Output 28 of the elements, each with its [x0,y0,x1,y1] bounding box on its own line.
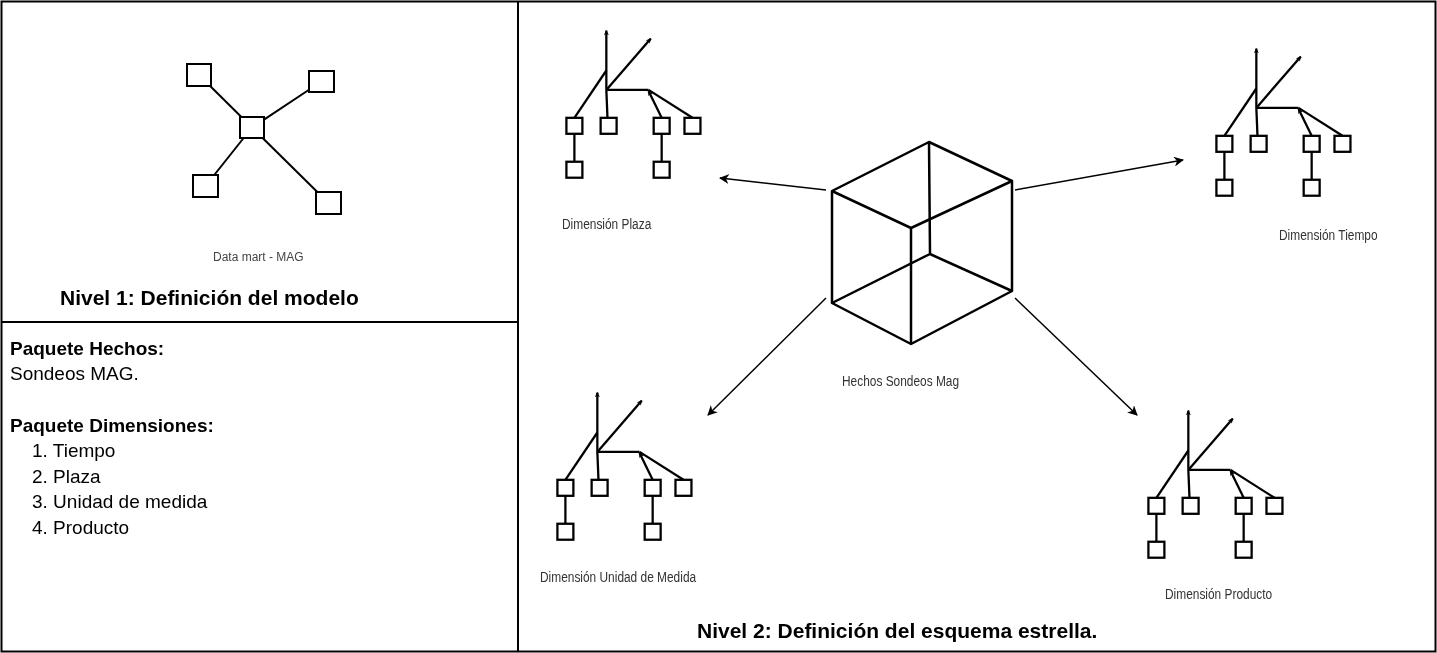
square-node [239,116,265,139]
node-label: Hechos Sondeos Mag [842,373,960,389]
text: Sondeos MAG. [10,363,139,385]
square-node [315,191,342,215]
caption: Nivel 1: Definición del modelo [60,286,359,310]
connector-line [213,137,245,176]
heading: Paquete Dimensiones: [10,415,214,437]
connector-line [261,137,319,193]
dimension-label: Dimensión Producto [1165,586,1273,602]
arrow [1014,156,1184,191]
square-node [308,70,335,93]
list-item: 4. Producto [32,517,130,539]
dimension-label: Dimensión Unidad de Medida [540,569,697,585]
square-node [186,63,212,87]
connector-line [209,85,243,118]
connector-line [263,88,310,121]
square-node [192,174,219,198]
arrow [707,297,827,416]
list-item: 3. Unidad de medida [32,491,208,513]
caption: Nivel 2: Definición del esquema estrella. [697,619,1098,643]
arrow [1014,297,1138,416]
arrow [719,174,827,191]
dimension-label: Dimensión Plaza [562,216,652,232]
list-item: 1. Tiempo [32,440,116,462]
list-item: 2. Plaza [32,466,101,488]
diagram-caption: Data mart - MAG [213,250,304,264]
dimension-label: Dimensión Tiempo [1279,227,1378,243]
heading: Paquete Hechos: [10,338,165,360]
